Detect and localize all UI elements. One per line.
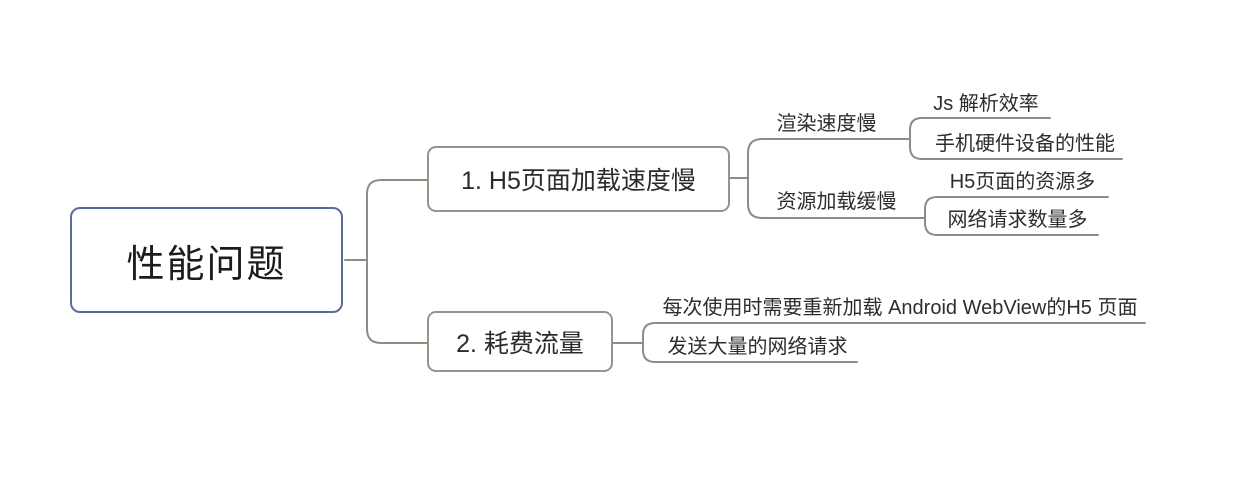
connector-resource-bracket [924, 196, 1109, 236]
node-branch-h5-load-slow-label: 1. H5页面加载速度慢 [461, 167, 696, 195]
node-resource-load-slow[interactable]: 资源加载缓慢 [776, 191, 897, 213]
connector-trunk-branch2 [366, 259, 428, 344]
node-js-parse-efficiency[interactable]: Js 解析效率 [933, 93, 1039, 115]
node-reload-webview-page[interactable]: 每次使用时需要重新加载 Android WebView的H5 页面 [662, 297, 1138, 319]
node-many-network-requests[interactable]: 网络请求数量多 [947, 209, 1088, 231]
connector-branch1-bracket [747, 138, 926, 219]
node-branch-h5-load-slow[interactable]: 1. H5页面加载速度慢 [427, 146, 730, 212]
node-branch-traffic[interactable]: 2. 耗费流量 [427, 311, 613, 372]
node-h5-many-resources[interactable]: H5页面的资源多 [949, 171, 1096, 193]
connector-branch2-bracket [642, 322, 1146, 363]
node-root[interactable]: 性能问题 [70, 207, 343, 313]
connector-trunk-branch1 [366, 179, 428, 261]
node-branch-traffic-label: 2. 耗费流量 [456, 329, 584, 358]
connector-render-bracket [909, 117, 1123, 160]
node-root-label: 性能问题 [126, 243, 287, 286]
node-phone-hardware-performance[interactable]: 手机硬件设备的性能 [935, 133, 1115, 155]
node-send-many-requests[interactable]: 发送大量的网络请求 [667, 336, 848, 358]
node-render-speed-slow[interactable]: 渲染速度慢 [776, 113, 877, 135]
